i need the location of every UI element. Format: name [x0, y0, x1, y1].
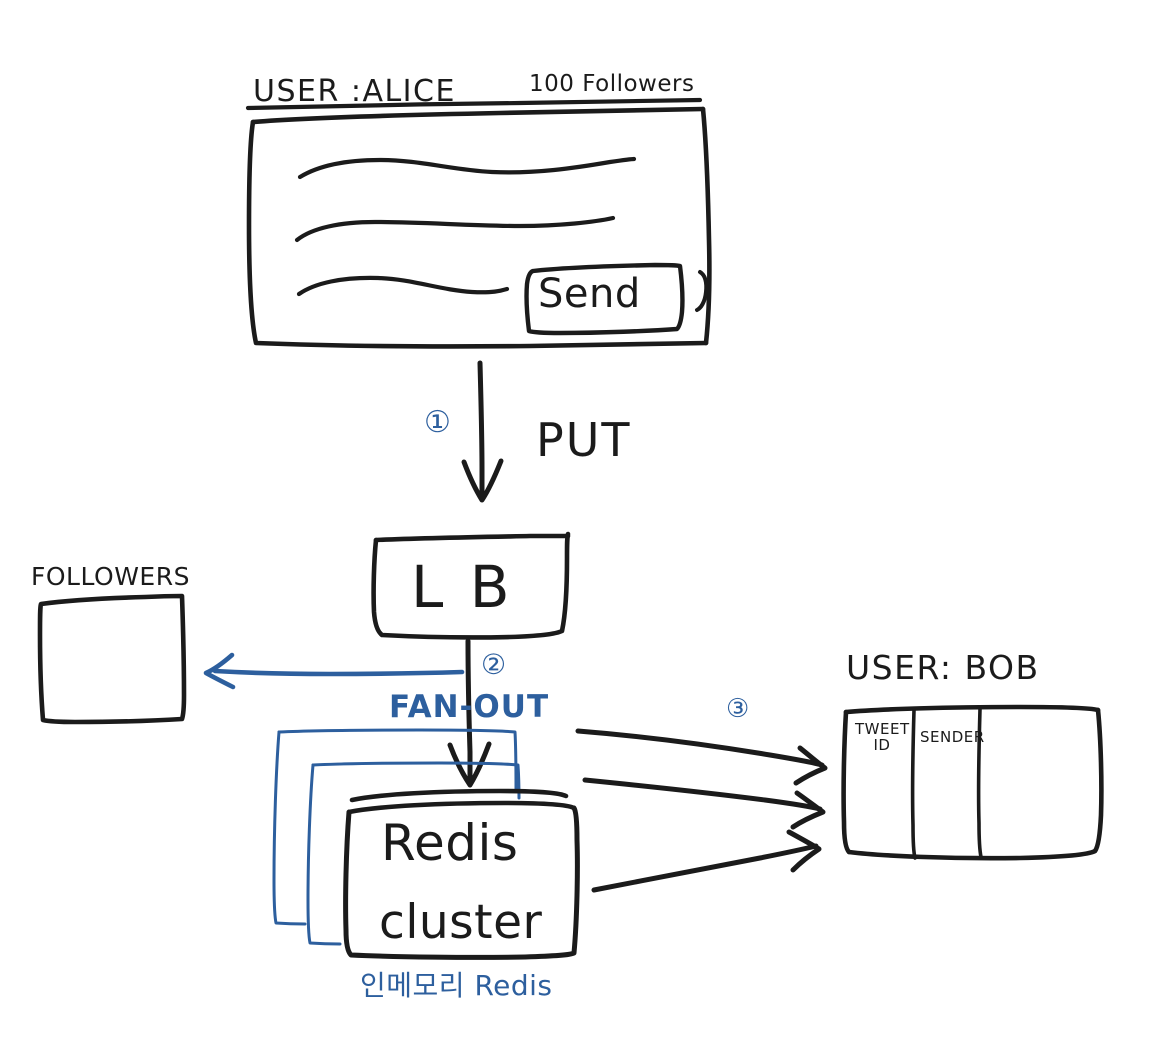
send-button-label[interactable]: Send	[538, 271, 641, 317]
redis-caption-korean: 인메모리 Redis	[360, 969, 553, 1002]
bob-user-label: USER: BOB	[846, 648, 1040, 687]
lb-box-outline	[371, 531, 571, 640]
arrow-lb-to-followers	[203, 652, 465, 690]
lb-label: L B	[411, 553, 514, 621]
alice-panel-text-lines	[294, 156, 637, 297]
step-1-label-put: PUT	[536, 413, 632, 467]
redis-replica-outlines	[272, 728, 521, 946]
arrows-redis-to-bob	[575, 728, 828, 893]
send-button-outline[interactable]	[524, 262, 685, 336]
redis-label-line2: cluster	[379, 895, 543, 950]
alice-user-label: USER :ALICE	[253, 74, 456, 109]
step-3-marker: ③	[726, 694, 750, 724]
bob-column-header-tweet-id: TWEET ID	[855, 720, 910, 754]
bob-table-outline	[841, 704, 1104, 861]
alice-panel-outline	[245, 97, 712, 349]
step-2-label-fanout: FAN-OUT	[389, 689, 550, 725]
followers-box-label: FOLLOWERS	[31, 562, 190, 591]
redis-cluster-box-outline	[343, 788, 580, 960]
arrow-alice-to-lb	[461, 360, 504, 503]
redis-label-line1: Redis	[381, 814, 519, 872]
alice-followers-count: 100 Followers	[529, 71, 695, 97]
followers-box-outline	[37, 593, 187, 725]
arrow-lb-to-redis	[447, 638, 492, 788]
step-2-marker: ②	[481, 648, 507, 681]
step-1-marker: ①	[424, 405, 452, 440]
bob-column-header-sender: SENDER	[920, 728, 985, 746]
